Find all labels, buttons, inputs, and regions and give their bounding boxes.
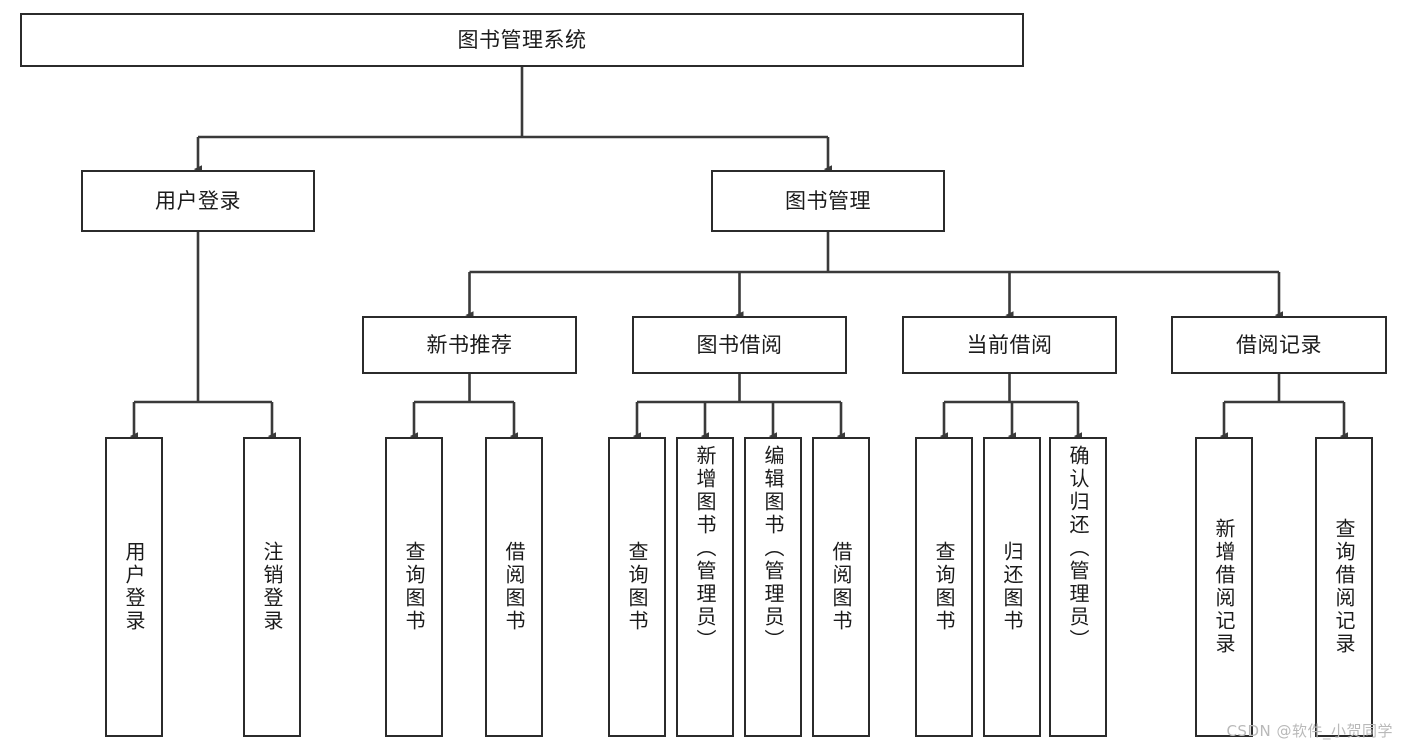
node-leaf-query-record[interactable]: 查询借阅记录	[1315, 437, 1373, 737]
node-book-manage[interactable]: 图书管理	[711, 170, 945, 232]
node-leaf-return-book[interactable]: 归还图书	[983, 437, 1041, 737]
node-label: 新增图书（管理员）	[693, 445, 717, 652]
node-label: 新增借阅记录	[1212, 518, 1236, 656]
node-leaf-confirm-return[interactable]: 确认归还（管理员）	[1049, 437, 1107, 737]
node-leaf-borrow-book-rec[interactable]: 借阅图书	[485, 437, 543, 737]
node-label: 当前借阅	[966, 332, 1053, 357]
node-label: 归还图书	[1000, 541, 1024, 633]
node-label: 编辑图书（管理员）	[761, 445, 785, 652]
node-leaf-query-book-cur[interactable]: 查询图书	[915, 437, 973, 737]
node-leaf-query-book[interactable]: 查询图书	[608, 437, 666, 737]
node-label: 新书推荐	[426, 332, 513, 357]
node-label: 借阅记录	[1236, 332, 1322, 357]
node-label: 借阅图书	[502, 541, 526, 633]
node-leaf-user-login[interactable]: 用户登录	[105, 437, 163, 737]
node-label: 查询图书	[625, 541, 649, 633]
node-label: 查询图书	[932, 541, 956, 633]
node-label: 确认归还（管理员）	[1066, 445, 1090, 652]
node-label: 注销登录	[260, 541, 284, 633]
node-borrow-record[interactable]: 借阅记录	[1171, 316, 1387, 374]
node-leaf-query-book-rec[interactable]: 查询图书	[385, 437, 443, 737]
node-current-borrow[interactable]: 当前借阅	[902, 316, 1117, 374]
node-label: 图书管理系统	[457, 27, 587, 52]
node-label: 查询借阅记录	[1332, 518, 1356, 656]
node-label: 图书借阅	[696, 332, 783, 357]
node-label: 查询图书	[402, 541, 426, 633]
node-leaf-add-book[interactable]: 新增图书（管理员）	[676, 437, 734, 737]
node-root[interactable]: 图书管理系统	[20, 13, 1024, 67]
node-leaf-add-record[interactable]: 新增借阅记录	[1195, 437, 1253, 737]
node-label: 借阅图书	[829, 541, 853, 633]
node-user-login[interactable]: 用户登录	[81, 170, 315, 232]
node-leaf-borrow-book[interactable]: 借阅图书	[812, 437, 870, 737]
node-leaf-edit-book[interactable]: 编辑图书（管理员）	[744, 437, 802, 737]
node-new-book-rec[interactable]: 新书推荐	[362, 316, 577, 374]
node-book-borrow[interactable]: 图书借阅	[632, 316, 847, 374]
node-label: 用户登录	[155, 188, 241, 213]
node-label: 图书管理	[785, 188, 871, 213]
node-label: 用户登录	[122, 541, 146, 633]
node-leaf-logout[interactable]: 注销登录	[243, 437, 301, 737]
